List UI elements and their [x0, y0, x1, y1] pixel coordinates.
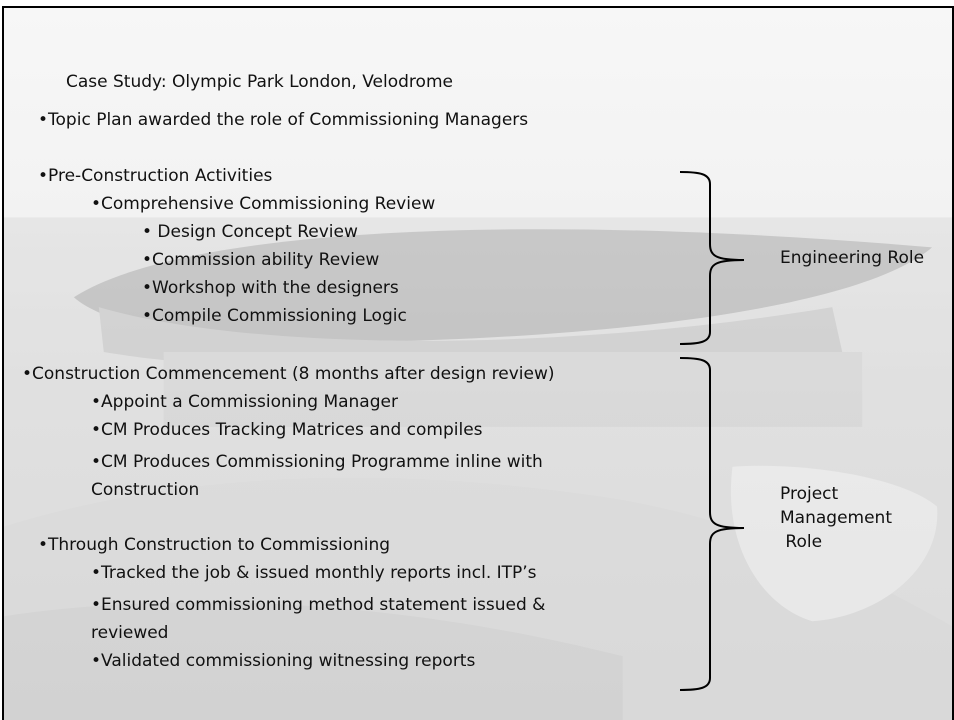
bullet-tracking-matrices: •CM Produces Tracking Matrices and compi… — [91, 420, 483, 440]
bullet-commissionability-review: •Commission ability Review — [142, 250, 380, 270]
bullet-through-construction: •Through Construction to Commissioning — [38, 535, 391, 555]
project-management-brace-icon — [679, 357, 745, 691]
pm-role-label-line1: Project — [780, 484, 839, 504]
bullet-construction-commencement: •Construction Commencement (8 months aft… — [22, 364, 555, 384]
bullet-validated-reports: •Validated commissioning witnessing repo… — [91, 651, 476, 671]
bullet-design-concept-review: • Design Concept Review — [142, 222, 358, 242]
bullet-appoint-cm: •Appoint a Commissioning Manager — [91, 392, 398, 412]
velodrome-background-image — [4, 217, 952, 720]
bullet-tracked-job: •Tracked the job & issued monthly report… — [91, 563, 537, 583]
bullet-commissioning-programme: •CM Produces Commissioning Programme inl… — [91, 452, 543, 500]
engineering-brace-icon — [679, 171, 745, 345]
bullet-topic-plan: •Topic Plan awarded the role of Commissi… — [38, 110, 529, 130]
bullet-pre-construction: •Pre-Construction Activities — [38, 166, 273, 186]
pm-role-label-line2: Management — [780, 508, 892, 528]
slide-frame: Case Study: Olympic Park London, Velodro… — [2, 6, 954, 720]
bullet-workshop-designers: •Workshop with the designers — [142, 278, 399, 298]
pm-role-label-line3: Role — [780, 532, 823, 552]
bullet-comprehensive-review: •Comprehensive Commissioning Review — [91, 194, 436, 214]
slide-title: Case Study: Olympic Park London, Velodro… — [66, 72, 453, 92]
bullet-compile-logic: •Compile Commissioning Logic — [142, 306, 407, 326]
engineering-role-label: Engineering Role — [780, 248, 925, 268]
bullet-method-statement: •Ensured commissioning method statement … — [91, 595, 546, 643]
